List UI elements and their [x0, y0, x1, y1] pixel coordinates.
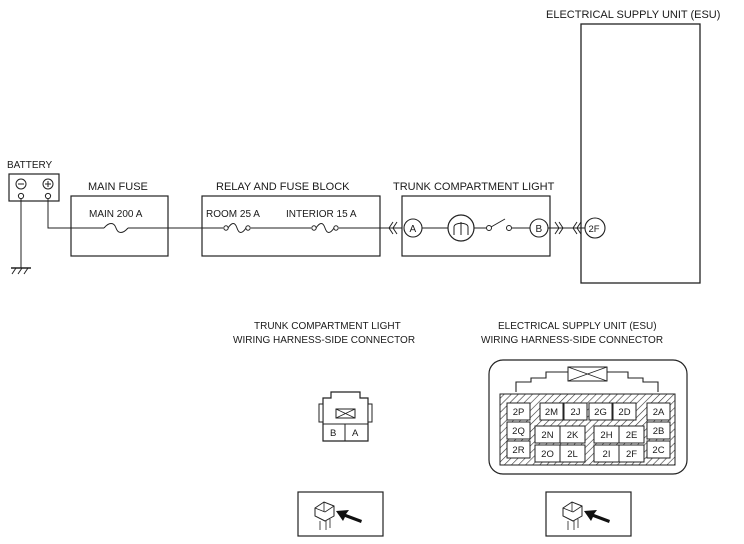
esu-pin-label: 2K	[567, 430, 579, 441]
switch-icon	[486, 218, 512, 231]
esu-pin-label: 2J	[570, 407, 580, 418]
room-fuse-label: ROOM 25 A	[206, 209, 260, 220]
esu-pin-2k: 2K	[559, 425, 586, 444]
pin-2f-circle	[584, 217, 606, 239]
esu-pin-label: 2F	[626, 449, 637, 460]
esu-pin-label: 2I	[603, 449, 611, 460]
trunk-light-label: TRUNK COMPARTMENT LIGHT	[393, 181, 555, 193]
esu-pin-label: 2Q	[512, 426, 525, 437]
trunk-pin-a: A	[352, 428, 359, 439]
esu-pin-2f: 2F	[618, 444, 645, 463]
esu-title: ELECTRICAL SUPPLY UNIT (ESU)	[546, 9, 720, 21]
esu-pin-2j: 2J	[563, 402, 588, 421]
pin-b-label: B	[536, 224, 543, 235]
esu-pin-2c: 2C	[646, 440, 671, 459]
esu-pin-2n: 2N	[534, 425, 561, 444]
connector-symbol-icon	[554, 221, 582, 235]
esu-pin-2o: 2O	[534, 444, 561, 463]
esu-pin-2m: 2M	[539, 402, 564, 421]
main-fuse-label: MAIN FUSE	[88, 181, 148, 193]
esu-pin-label: 2C	[652, 445, 664, 456]
interior-fuse-icon	[311, 223, 339, 233]
esu-pin-2e: 2E	[618, 425, 645, 444]
connector-symbol-icon	[388, 221, 398, 235]
relay-block-label: RELAY AND FUSE BLOCK	[216, 181, 350, 193]
main-fuse-icon	[103, 223, 129, 233]
esu-connector-title: ELECTRICAL SUPPLY UNIT (ESU)	[498, 321, 657, 332]
interior-fuse-label: INTERIOR 15 A	[286, 209, 357, 220]
pin-2f-label: 2F	[589, 224, 600, 235]
esu-pin-grid: 2P 2M 2J 2G 2D 2A 2Q 2N 2K 2H 2E 2B 2R 2O 2L 2I 2F 2C	[506, 402, 671, 463]
esu-pin-label: 2O	[541, 449, 554, 460]
esu-pin-label: 2R	[512, 445, 524, 456]
esu-pin-label: 2A	[653, 407, 665, 418]
connector-view-icon	[545, 491, 632, 537]
battery-label: BATTERY	[7, 160, 53, 171]
esu-box	[580, 23, 701, 284]
trunk-light-box	[401, 195, 551, 257]
esu-pin-2b: 2B	[646, 421, 671, 440]
battery-icon	[8, 173, 60, 202]
esu-pin-label: 2H	[600, 430, 612, 441]
ground-icon	[11, 267, 31, 275]
esu-pin-label: 2L	[567, 449, 578, 460]
esu-pin-2r: 2R	[506, 440, 531, 459]
esu-pin-label: 2E	[626, 430, 638, 441]
esu-pin-label: 2G	[594, 407, 607, 418]
esu-pin-2d: 2D	[612, 402, 637, 421]
esu-pin-label: 2D	[618, 407, 630, 418]
esu-pin-2i: 2I	[593, 444, 620, 463]
esu-pin-label: 2M	[545, 407, 558, 418]
esu-connector-subtitle: WIRING HARNESS-SIDE CONNECTOR	[481, 335, 663, 346]
esu-pin-label: 2N	[541, 430, 553, 441]
bulb-icon	[447, 214, 475, 242]
pin-a-label: A	[410, 224, 417, 235]
trunk-connector-subtitle: WIRING HARNESS-SIDE CONNECTOR	[233, 335, 415, 346]
trunk-connector-face	[318, 391, 373, 442]
esu-pin-2q: 2Q	[506, 421, 531, 440]
connector-view-icon	[297, 491, 384, 537]
esu-pin-2a: 2A	[646, 402, 671, 421]
esu-pin-2l: 2L	[559, 444, 586, 463]
trunk-pin-b: B	[330, 428, 336, 439]
esu-pin-label: 2P	[513, 407, 525, 418]
esu-pin-2h: 2H	[593, 425, 620, 444]
room-fuse-icon	[223, 223, 251, 233]
esu-pin-2p: 2P	[506, 402, 531, 421]
trunk-connector-title: TRUNK COMPARTMENT LIGHT	[254, 321, 401, 332]
esu-pin-2g: 2G	[588, 402, 613, 421]
esu-pin-label: 2B	[653, 426, 665, 437]
main-fuse-rating: MAIN 200 A	[89, 209, 143, 220]
